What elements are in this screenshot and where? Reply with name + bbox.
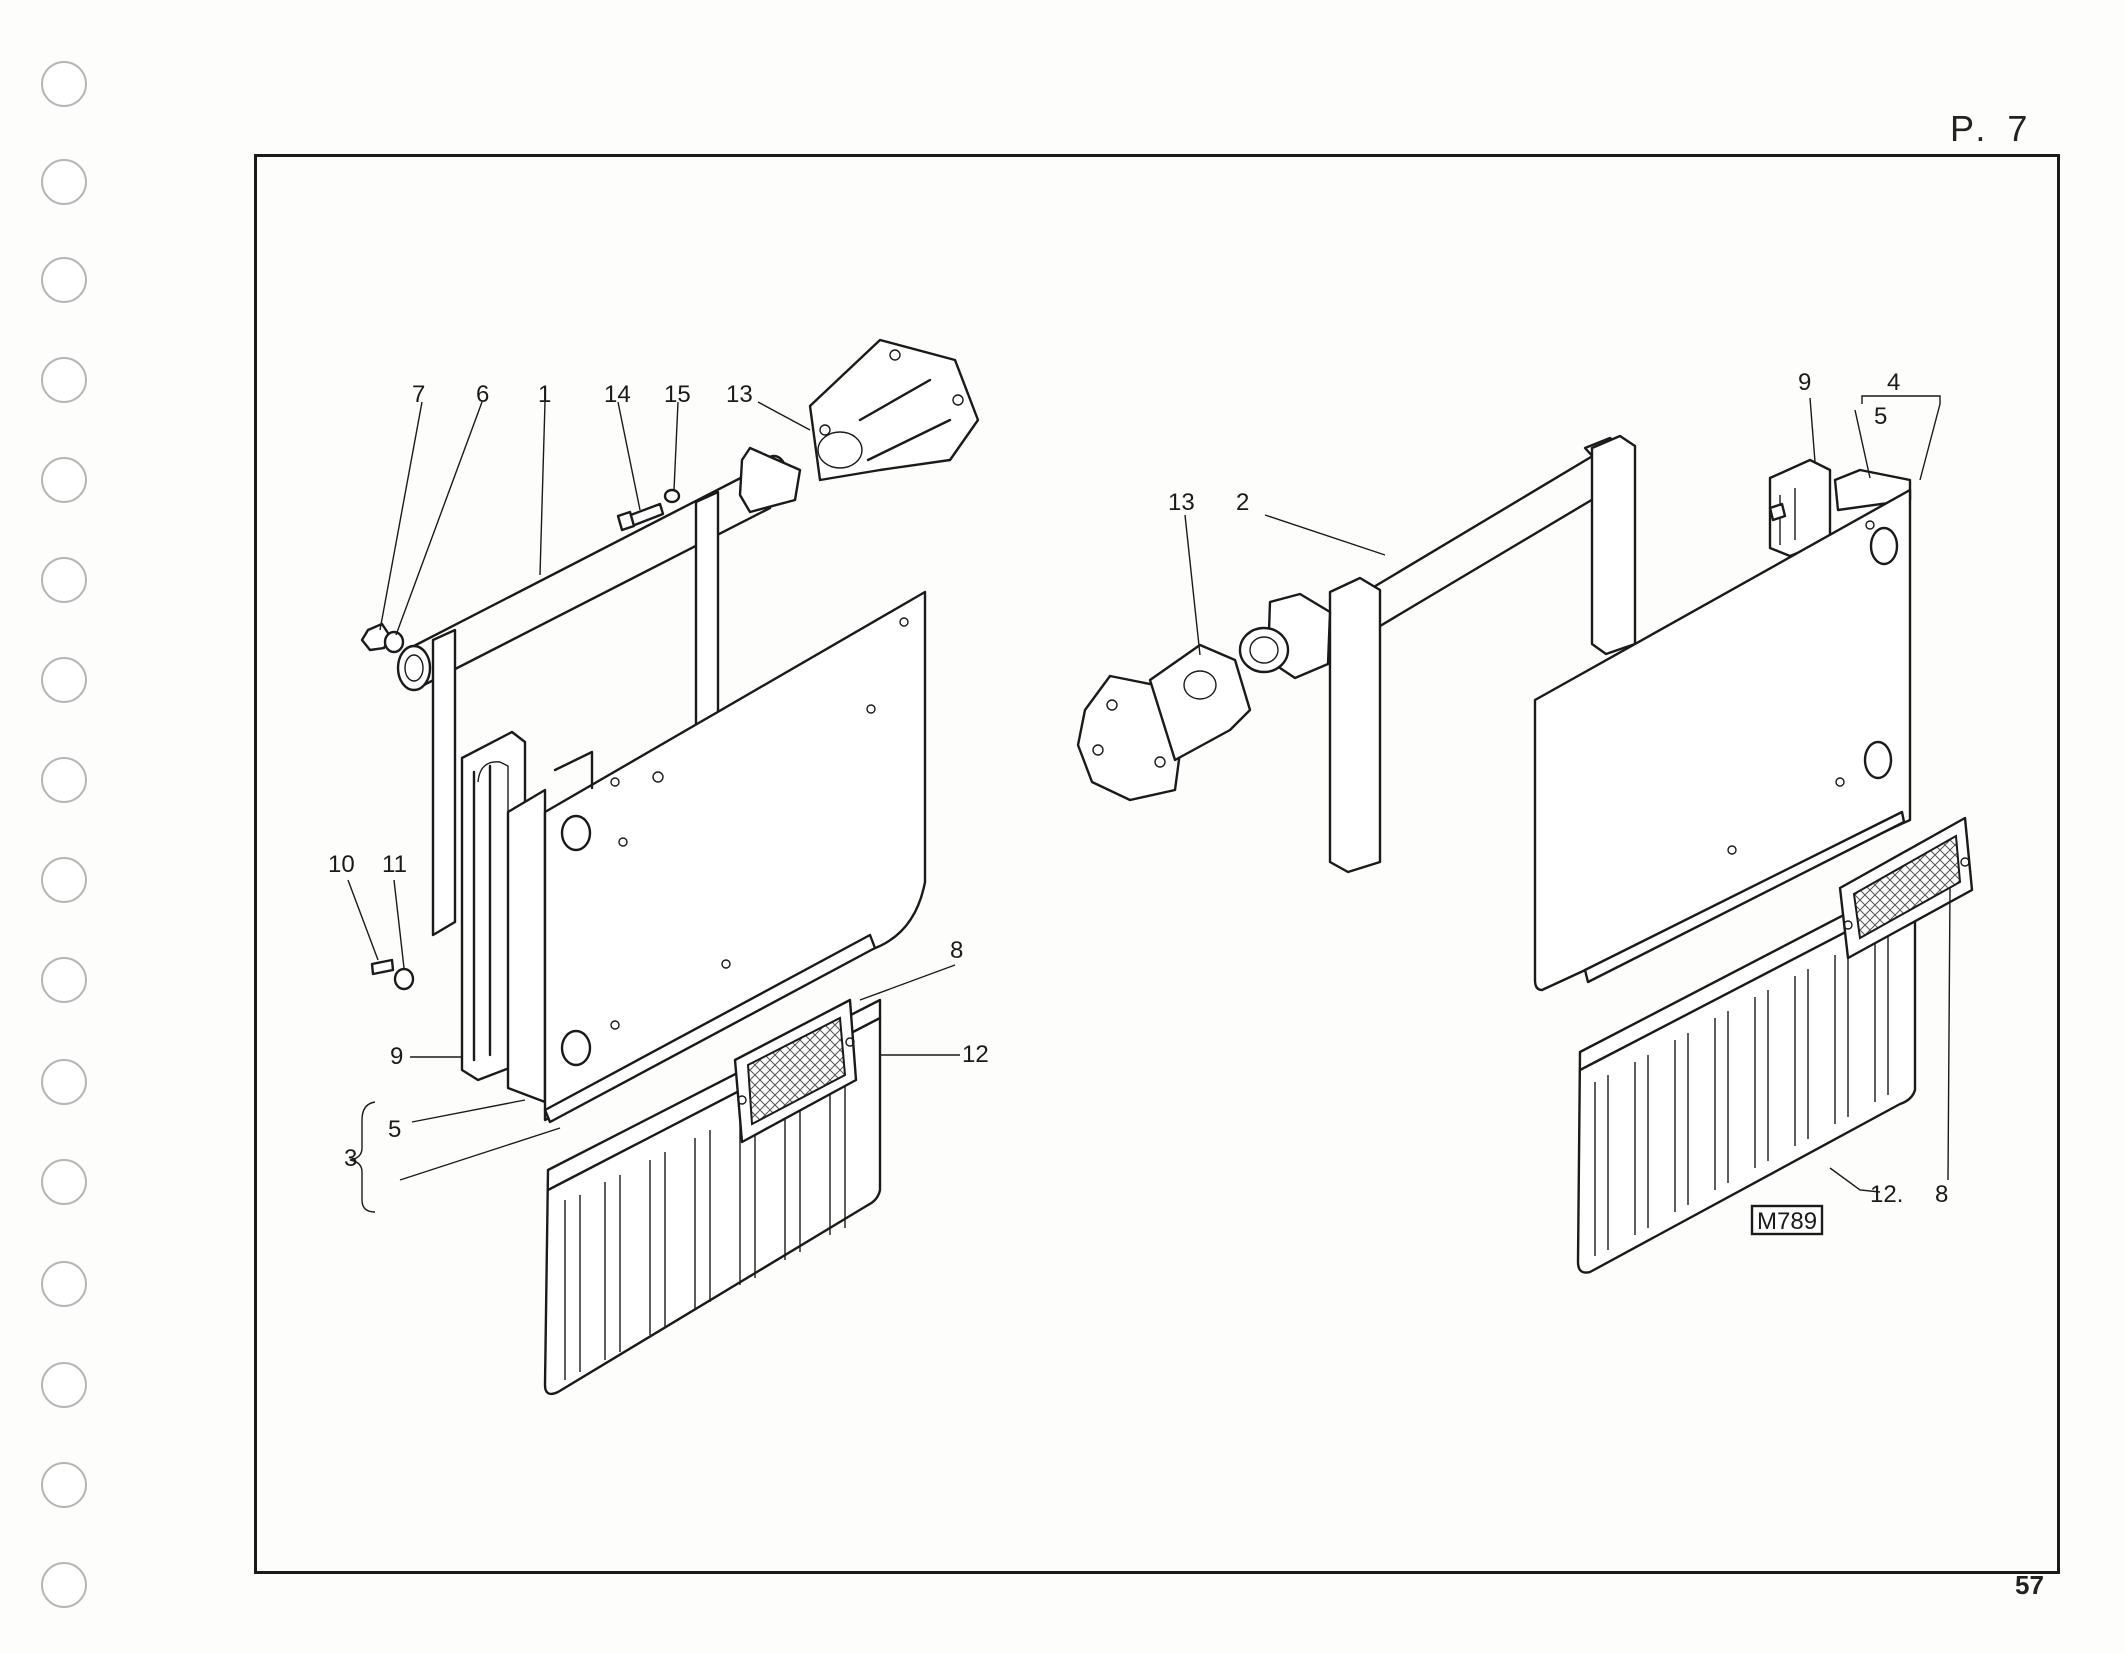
left-flange-bracket	[738, 338, 980, 514]
callout-12: 12	[962, 1041, 989, 1068]
callout-15: 15	[664, 381, 691, 408]
callout-9-right: 9	[1798, 369, 1811, 396]
callout-8-right: 8	[1935, 1181, 1948, 1208]
callout-8: 8	[950, 937, 963, 964]
page-number: 57	[2015, 1570, 2044, 1600]
left-nut-washer	[360, 622, 405, 654]
right-cross-tube	[1360, 436, 1627, 634]
left-hanger-bars	[431, 490, 720, 937]
right-leader-lines	[1184, 395, 1951, 1193]
left-assembly: 7 6 1 14 15 13 10 11 9 8 12 5 3	[328, 338, 989, 1396]
callout-14: 14	[604, 381, 631, 408]
callout-10: 10	[328, 851, 355, 878]
right-reflector	[1838, 816, 1974, 960]
callout-13: 13	[726, 381, 753, 408]
right-mudguard-panel	[1533, 488, 1912, 992]
callout-3: 3	[344, 1145, 357, 1172]
callout-6: 6	[476, 381, 489, 408]
callout-5-right: 5	[1874, 403, 1887, 430]
binder-holes	[41, 61, 87, 1608]
callout-9: 9	[390, 1043, 403, 1070]
callout-5: 5	[388, 1116, 401, 1143]
callout-7: 7	[412, 381, 425, 408]
left-callouts: 7 6 1 14 15 13 10 11 9 8 12 5 3	[328, 381, 989, 1172]
callout-11: 11	[382, 851, 407, 878]
drawing-code: M789	[1750, 1204, 1824, 1236]
drawing-frame	[254, 154, 2060, 1574]
drawing-code-label: M789	[1757, 1208, 1817, 1235]
left-bolt-and-nut	[616, 488, 681, 532]
page-reference: P. 7	[1950, 108, 2034, 149]
callout-2: 2	[1236, 489, 1249, 516]
left-leader-lines	[347, 401, 960, 1213]
left-cross-tube	[396, 454, 790, 692]
right-callouts: 13 2 9 4 5 12. 8	[1168, 369, 1948, 1208]
callout-4: 4	[1887, 369, 1900, 396]
left-bolt-washer-small	[370, 958, 415, 991]
left-mudguard-panel	[506, 590, 927, 1124]
callout-12-right: 12.	[1870, 1181, 1903, 1208]
right-assembly: 13 2 9 4 5 12. 8	[1076, 369, 1974, 1274]
right-flange-bracket	[1076, 592, 1332, 802]
callout-1: 1	[538, 381, 551, 408]
callout-13-right: 13	[1168, 489, 1195, 516]
left-reflector	[733, 998, 858, 1144]
